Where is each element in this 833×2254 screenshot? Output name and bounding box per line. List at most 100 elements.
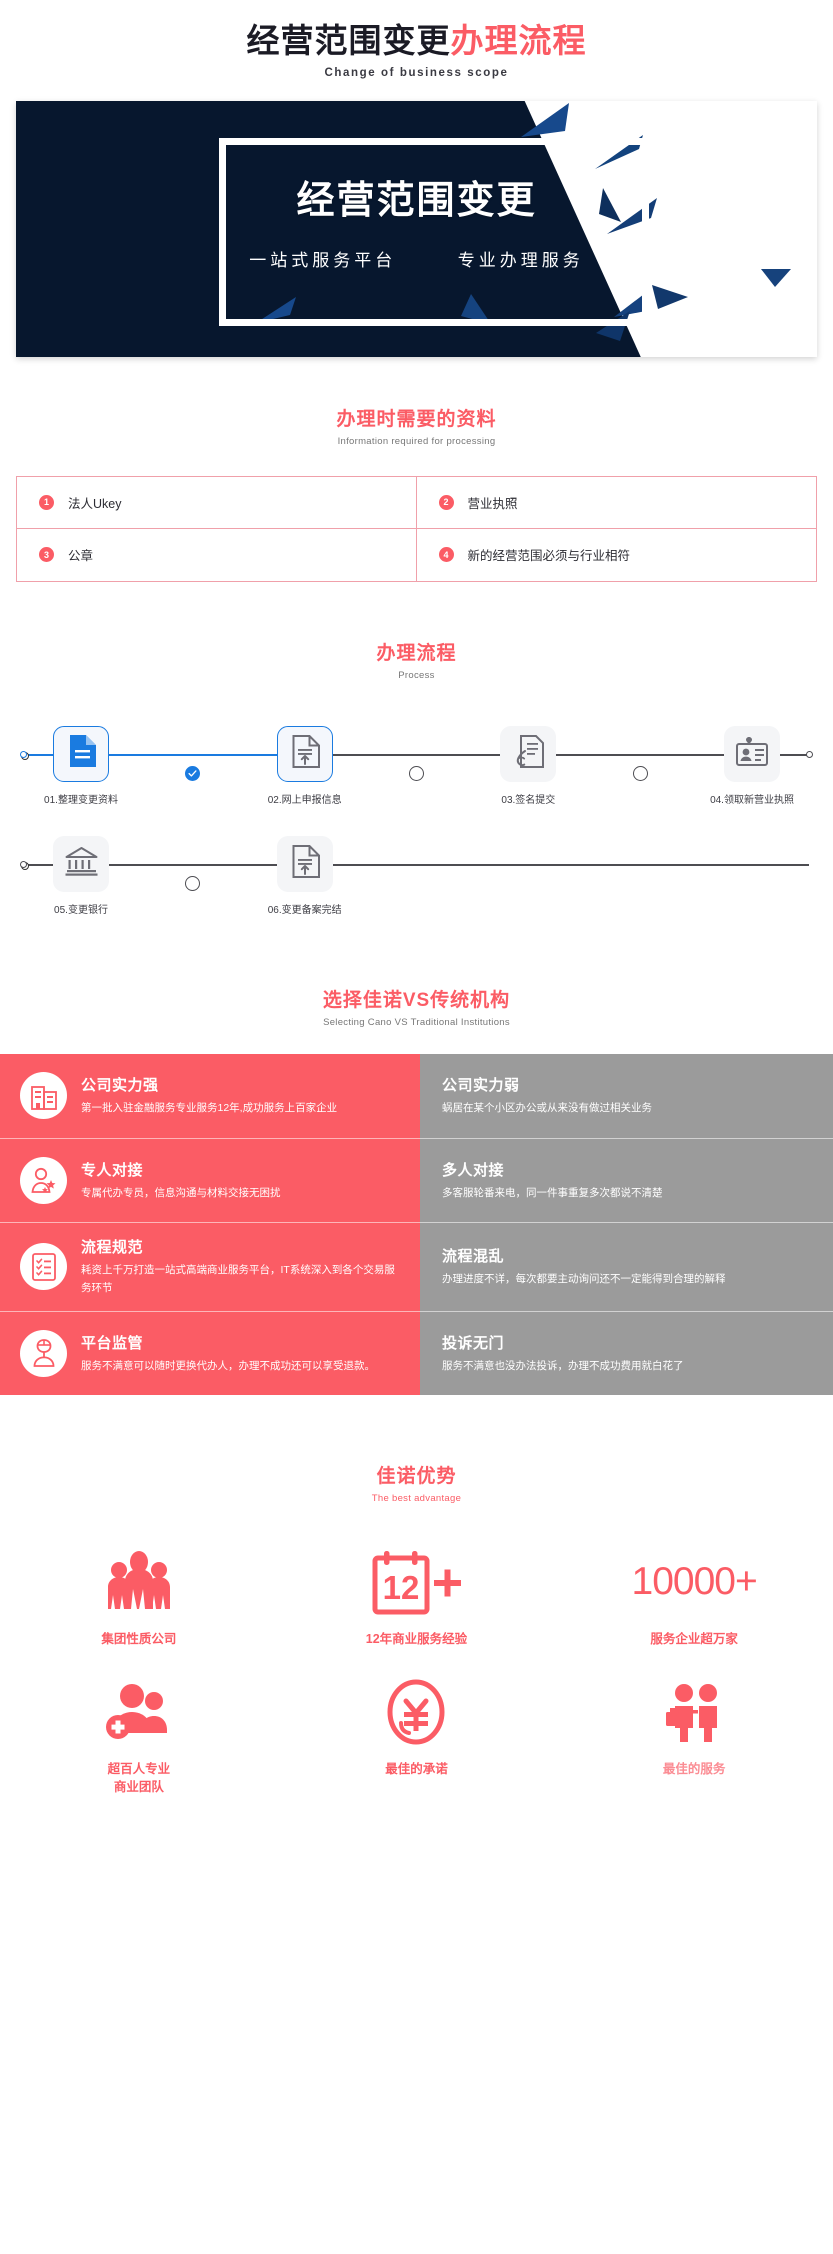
process-step-01[interactable]: 01.整理变更资料 (16, 709, 146, 806)
document-upload-icon (290, 844, 320, 883)
step-icon-box (500, 725, 557, 782)
step-icon-box (53, 725, 109, 782)
step-icon-box (276, 835, 333, 892)
circle-node-icon (185, 876, 201, 892)
comparison-right-title: 多人对接 (442, 1161, 505, 1179)
hero-frame-decor (219, 137, 649, 326)
materials-section: 办理时需要的资料 Information required for proces… (0, 404, 833, 582)
advantage-heading: 佳诺优势 The best advantage (0, 1461, 833, 1504)
comparison-right-desc: 办理进度不详，每次都要主动询问还不一定能得到合理的解释 (442, 1273, 726, 1286)
step-label: 03.签名提交 (501, 794, 556, 806)
comparison-left-desc: 服务不满意可以随时更换代办人，办理不成功还可以享受退款。 (81, 1359, 375, 1372)
check-circle-icon (185, 766, 201, 782)
advantage-item: 12 12年商业服务经验 (278, 1544, 556, 1648)
comparison-right-cell: 投诉无门 服务不满意也没办法投诉，办理不成功费用就白花了 (420, 1310, 833, 1395)
triangle-decor-icon (256, 296, 296, 323)
page-title-accent: 办理流程 (450, 22, 587, 59)
comparison-right-desc: 服务不满意也没办法投诉，办理不成功费用就白花了 (442, 1359, 684, 1372)
comparison-section: 选择佳诺VS传统机构 Selecting Cano VS Traditional… (0, 985, 833, 1395)
materials-table: 1 法人Ukey 2 营业执照 3 公章 4 新的经营范围必须与行业相符 (16, 475, 817, 582)
materials-heading: 办理时需要的资料 Information required for proces… (0, 404, 833, 447)
advantage-label: 最佳的服务 (662, 1761, 726, 1776)
process-step-02[interactable]: 02.网上申报信息 (240, 709, 370, 806)
license-card-icon (736, 736, 769, 771)
comparison-left-title: 流程规范 (81, 1238, 144, 1256)
material-label: 营业执照 (467, 496, 518, 511)
process-flow-row: 01.整理变更资料 (0, 709, 833, 819)
process-step-04[interactable]: 04.领取新营业执照 (687, 709, 817, 806)
comparison-row: 公司实力强 第一批入驻金融服务专业服务12年,成功服务上百家企业 公司实力弱 蜗… (0, 1053, 833, 1138)
triangle-decor-icon (761, 268, 791, 287)
page-header: 经营范围变更办理流程 Change of business scope (0, 0, 833, 79)
flow-spacer (370, 819, 464, 911)
advantage-title: 佳诺优势 (376, 1465, 457, 1487)
material-item: 3 公章 (17, 528, 417, 581)
comparison-right-title: 流程混乱 (442, 1248, 505, 1266)
material-item: 2 营业执照 (416, 477, 816, 529)
step-label: 05.变更银行 (54, 904, 108, 916)
document-filled-icon (66, 735, 96, 772)
comparison-table: 公司实力强 第一批入驻金融服务专业服务12年,成功服务上百家企业 公司实力弱 蜗… (0, 1053, 833, 1395)
advantage-label: 服务企业超万家 (650, 1631, 738, 1646)
materials-subtitle: Information required for processing (337, 435, 496, 447)
process-section: 办理流程 Process (0, 638, 833, 929)
process-step-05[interactable]: 05.变更银行 (16, 819, 146, 916)
two-people-icon (555, 1674, 833, 1750)
calendar-12-plus-icon: 12 (278, 1544, 556, 1620)
comparison-right-desc: 多客服轮番来电，同一件事重复多次都说不清楚 (442, 1186, 663, 1199)
advantage-item: 超百人专业 商业团队 (0, 1674, 278, 1796)
triangle-decor-icon (521, 102, 569, 137)
comparison-heading: 选择佳诺VS传统机构 Selecting Cano VS Traditional… (0, 985, 833, 1028)
process-step-06[interactable]: 06.变更备案完结 (240, 819, 370, 916)
material-item: 4 新的经营范围必须与行业相符 (417, 529, 817, 581)
comparison-right-title: 公司实力弱 (442, 1077, 520, 1095)
comparison-left-title: 专人对接 (81, 1161, 144, 1179)
advantage-item: 10000+ 服务企业超万家 (555, 1544, 833, 1648)
advantage-number-text: 10000+ (631, 1559, 758, 1603)
flow-node-dot (593, 709, 687, 801)
process-step-03[interactable]: 03.签名提交 (463, 709, 593, 806)
material-label: 新的经营范围必须与行业相符 (467, 549, 631, 564)
process-flow: 01.整理变更资料 (0, 709, 833, 929)
hand-sign-icon (513, 734, 544, 773)
comparison-left-desc: 专属代办专员，信息沟通与材料交接无困扰 (81, 1186, 281, 1199)
comparison-right-cell: 公司实力弱 蜗居在某个小区办公或从来没有做过相关业务 (420, 1053, 833, 1138)
advantage-section: 佳诺优势 The best advantage 集团性质公司 (0, 1461, 833, 1836)
process-subtitle: Process (398, 669, 435, 681)
circle-node-icon (632, 766, 648, 782)
process-heading: 办理流程 Process (0, 638, 833, 681)
material-number-badge: 4 (438, 547, 454, 563)
flow-node-check (146, 709, 240, 801)
step-icon-box (276, 725, 333, 782)
yuan-coin-icon (278, 1674, 556, 1750)
flow-line-start-cap (20, 860, 27, 868)
flow-node-dot (370, 709, 464, 801)
comparison-left-cell: 专人对接 专属代办专员，信息沟通与材料交接无困扰 (0, 1137, 420, 1222)
flow-line-start-cap (20, 750, 27, 758)
comparison-left-title: 公司实力强 (81, 1077, 159, 1095)
comparison-left-cell: 公司实力强 第一批入驻金融服务专业服务12年,成功服务上百家企业 (0, 1053, 420, 1138)
person-star-icon (20, 1156, 67, 1204)
flow-line-end-cap (806, 750, 813, 758)
advantage-item: 最佳的服务 (555, 1674, 833, 1796)
add-user-icon (0, 1674, 278, 1750)
material-label: 法人Ukey (68, 496, 122, 511)
process-flow-row: 05.变更银行 (0, 819, 833, 929)
comparison-left-title: 平台监管 (81, 1334, 144, 1352)
flow-node-dot (146, 819, 240, 911)
comparison-left-text: 流程规范 耗资上千万打造一站式高端商业服务平台，IT系统深入到各个交易服务环节 (81, 1236, 404, 1298)
comparison-row: 流程规范 耗资上千万打造一站式高端商业服务平台，IT系统深入到各个交易服务环节 … (0, 1221, 833, 1311)
flow-spacer (593, 819, 687, 911)
advantage-item: 最佳的承诺 (278, 1674, 556, 1796)
material-number-badge: 3 (39, 547, 54, 563)
triangle-decor-icon (461, 293, 491, 326)
comparison-left-text: 公司实力强 第一批入驻金融服务专业服务12年,成功服务上百家企业 (81, 1074, 337, 1117)
bank-icon (65, 846, 98, 881)
group-people-icon (0, 1544, 278, 1620)
advantage-label: 超百人专业 商业团队 (107, 1761, 171, 1794)
comparison-row: 专人对接 专属代办专员，信息沟通与材料交接无困扰 多人对接 多客服轮番来电，同一… (0, 1137, 833, 1222)
comparison-right-cell: 流程混乱 办理进度不详，每次都要主动询问还不一定能得到合理的解释 (420, 1221, 833, 1311)
svg-text:12: 12 (383, 1569, 420, 1606)
step-icon-box (53, 835, 109, 892)
checklist-icon (20, 1243, 67, 1291)
